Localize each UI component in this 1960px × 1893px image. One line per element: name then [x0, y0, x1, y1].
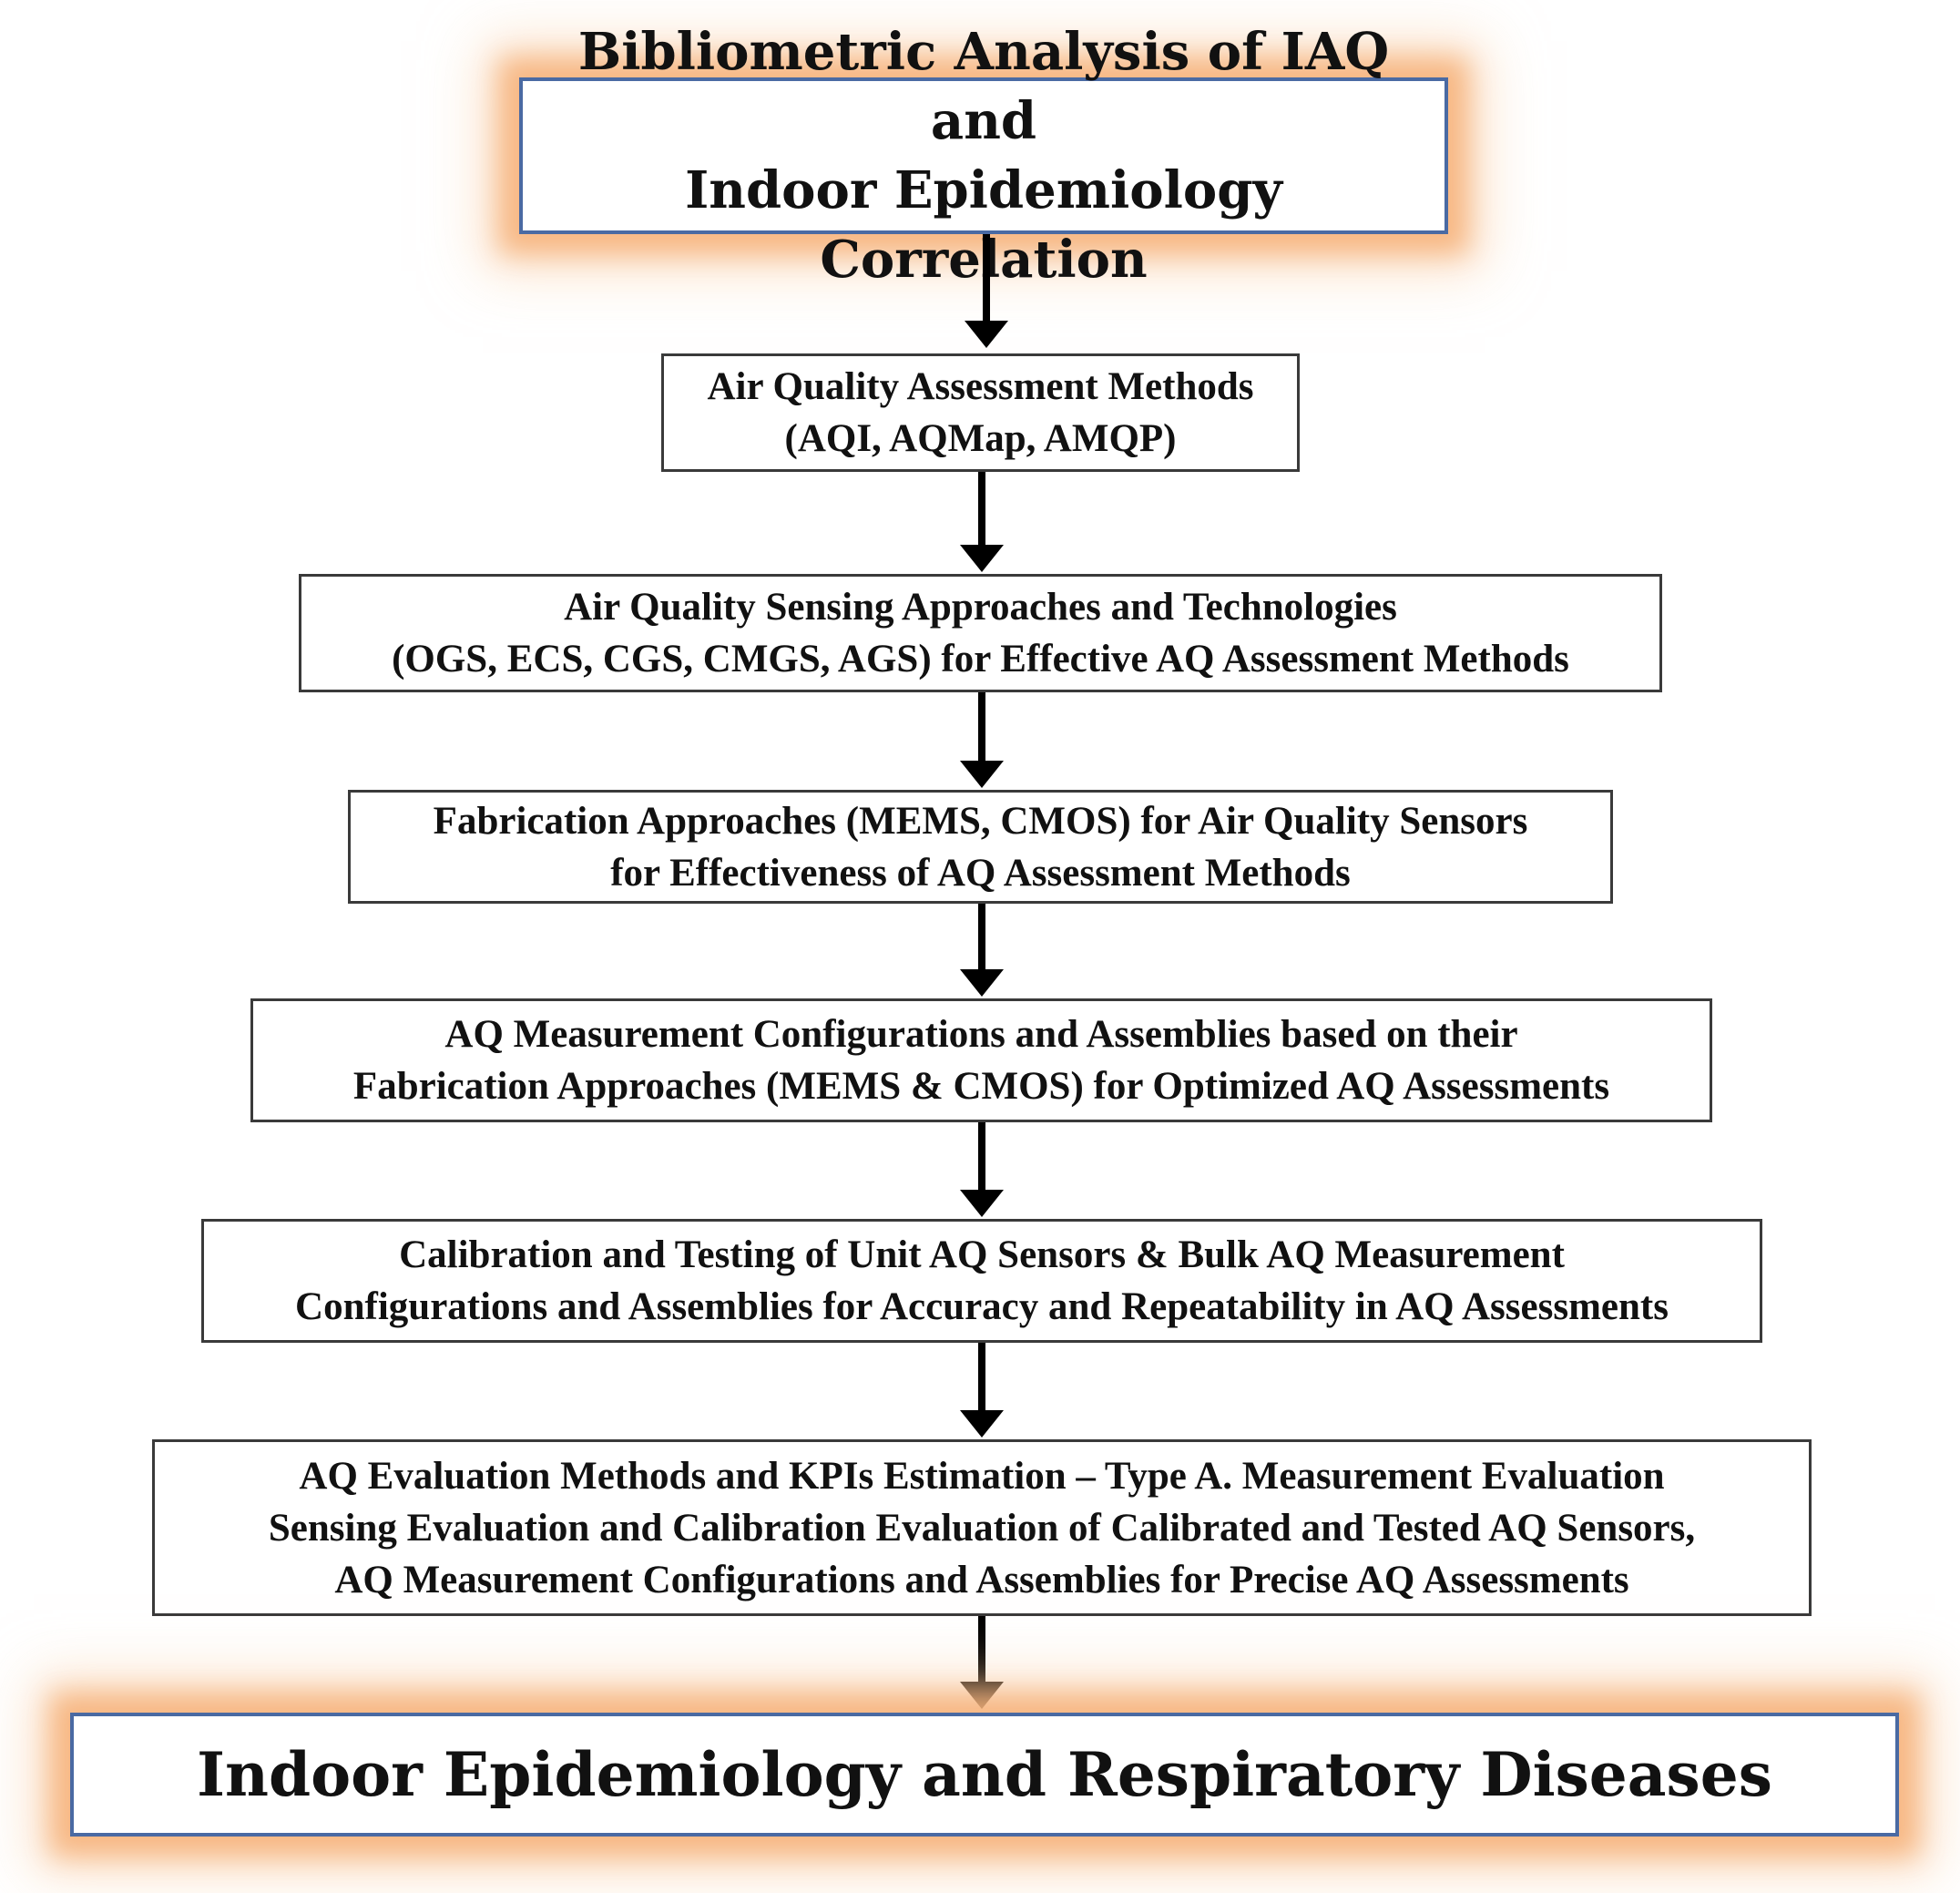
arrow-5 — [954, 1122, 1009, 1217]
arrow-4-head — [960, 969, 1004, 997]
step-1-text: Air Quality Assessment Methods (AQI, AQM… — [707, 365, 1254, 460]
step-4-text: AQ Measurement Configurations and Assemb… — [352, 1013, 1610, 1108]
arrow-3-shaft — [978, 692, 985, 767]
arrow-2 — [954, 472, 1009, 572]
step-box-evaluation-methods: AQ Evaluation Methods and KPIs Estimatio… — [152, 1439, 1812, 1616]
arrow-7 — [954, 1616, 1009, 1709]
step-box-fabrication-approaches: Fabrication Approaches (MEMS, CMOS) for … — [348, 790, 1613, 904]
step-3-text: Fabrication Approaches (MEMS, CMOS) for … — [433, 799, 1528, 895]
step-5-text: Calibration and Testing of Unit AQ Senso… — [295, 1233, 1669, 1328]
arrow-4 — [954, 904, 1009, 997]
arrow-2-shaft — [978, 472, 985, 550]
arrow-6 — [954, 1343, 1009, 1438]
arrow-4-shaft — [978, 904, 985, 975]
step-box-calibration-testing: Calibration and Testing of Unit AQ Senso… — [201, 1219, 1762, 1343]
result-box-text: Indoor Epidemiology and Respiratory Dise… — [197, 1739, 1772, 1810]
arrow-1 — [959, 234, 1014, 348]
arrow-6-head — [960, 1410, 1004, 1438]
title-box: Bibliometric Analysis of IAQ and Indoor … — [519, 22, 1448, 290]
arrow-5-head — [960, 1190, 1004, 1217]
arrow-2-head — [960, 545, 1004, 572]
arrow-7-shaft — [978, 1616, 985, 1691]
arrow-1-shaft — [983, 234, 990, 325]
arrow-6-shaft — [978, 1343, 985, 1416]
arrow-3 — [954, 692, 1009, 788]
arrow-7-head — [960, 1682, 1004, 1709]
step-box-measurement-configurations: AQ Measurement Configurations and Assemb… — [250, 998, 1712, 1122]
step-2-text: Air Quality Sensing Approaches and Techn… — [392, 586, 1569, 680]
step-box-sensing-technologies: Air Quality Sensing Approaches and Techn… — [299, 574, 1662, 692]
result-box: Indoor Epidemiology and Respiratory Dise… — [70, 1713, 1899, 1837]
arrow-1-head — [965, 321, 1008, 348]
arrow-3-head — [960, 761, 1004, 788]
arrow-5-shaft — [978, 1122, 985, 1195]
step-6-text: AQ Evaluation Methods and KPIs Estimatio… — [268, 1454, 1696, 1601]
step-box-assessment-methods: Air Quality Assessment Methods (AQI, AQM… — [661, 353, 1300, 472]
